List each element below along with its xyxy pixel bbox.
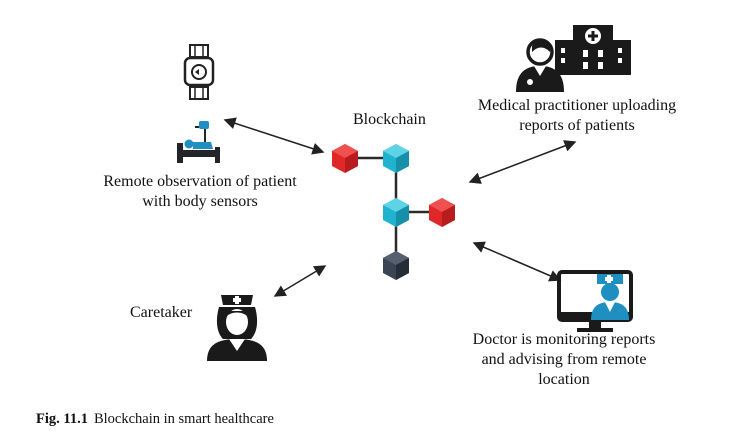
arrow-remote [223,117,325,155]
diagram-canvas [177,25,633,361]
doctor-monitor-icon [557,270,633,332]
remote-line-1: Remote observation of patient [103,173,297,190]
doctor-line-1: Doctor is monitoring reports [472,331,656,348]
medical-line-1: Medical practitioner uploading [477,97,677,114]
nurse-icon [207,295,267,361]
figure-caption-text: Blockchain in smart healthcare [93,411,274,427]
medical-line-2: reports of patients [519,117,635,134]
doctor-monitoring-label: Doctor is monitoring reports and advisin… [444,330,684,390]
arrow-caretaker [273,265,327,297]
doctor-icon [516,38,564,92]
remote-observation-label: Remote observation of patient with body … [80,172,320,212]
arrow-doctor [472,241,562,282]
hospital-building-icon [555,25,631,75]
block-teal-middle [383,198,409,227]
doctor-line-2: and advising from remote [481,351,647,368]
figure-caption: Fig. 11.1 Blockchain in smart healthcare [36,411,274,428]
block-red-right [429,198,455,227]
arrow-medical [468,140,577,184]
remote-line-2: with body sensors [142,193,258,210]
figure-number: Fig. 11.1 [36,411,88,427]
block-dark-bottom [383,251,409,280]
blockchain-label: Blockchain [353,111,426,128]
hospital-bed-patient-icon [177,121,220,163]
smartwatch-icon [183,44,215,100]
arrows [223,117,577,297]
block-red-left [332,144,358,173]
block-teal-top [383,144,409,173]
medical-practitioner-label: Medical practitioner uploading reports o… [452,96,702,136]
caretaker-label: Caretaker [130,304,193,321]
doctor-line-3: location [538,371,590,388]
